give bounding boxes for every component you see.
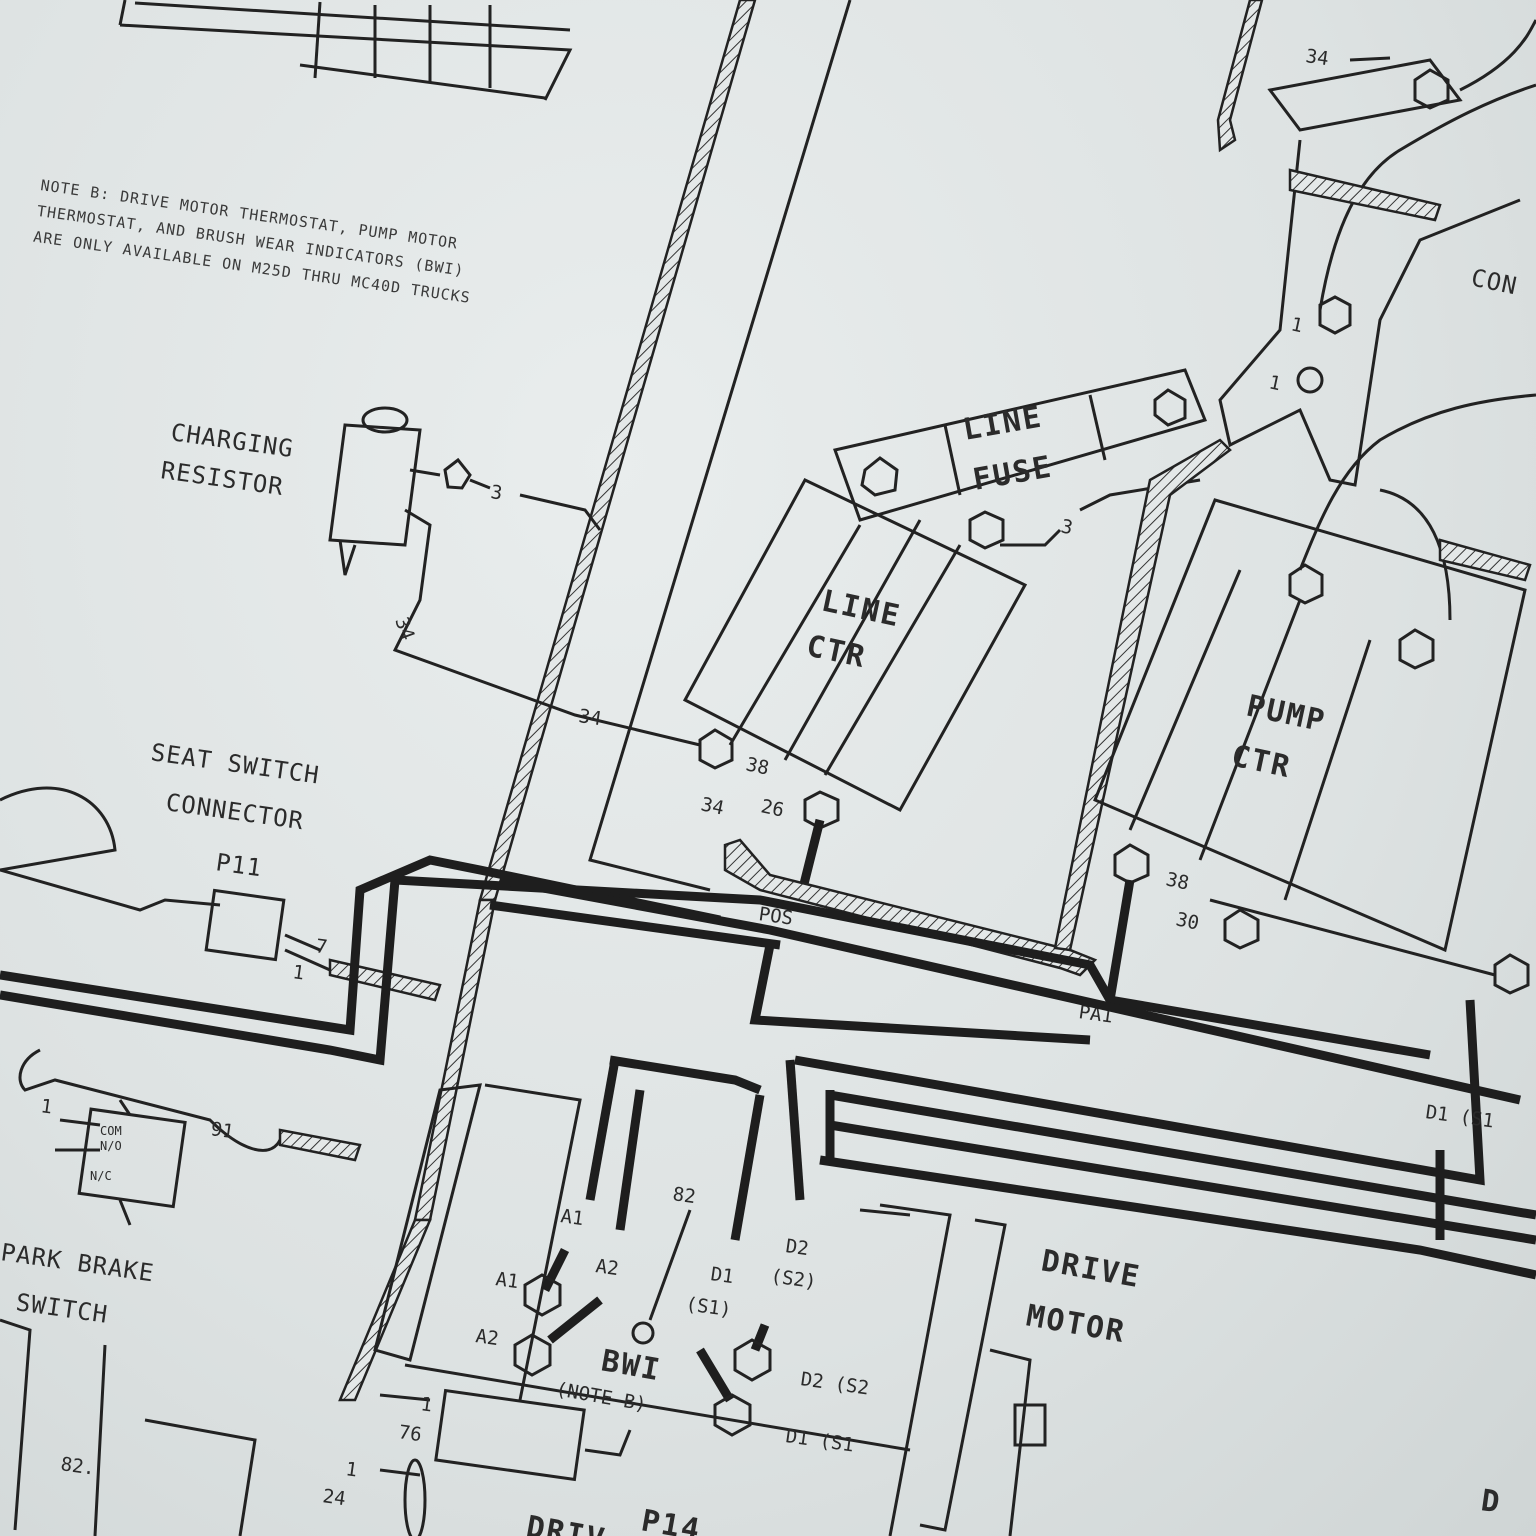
- charging-resistor-label-1: CHARGING: [169, 418, 295, 463]
- seat-switch-connector: SEAT SWITCH CONNECTOR P11 7 1: [0, 738, 442, 1002]
- upper-right-cables: 34 1 1 CON: [1218, 19, 1536, 621]
- a2-term-label: A2: [474, 1325, 500, 1350]
- wire-1-p14: 1: [419, 1393, 433, 1416]
- pump-ctr-label-1: PUMP: [1243, 689, 1329, 740]
- d-partial-label: D: [1479, 1483, 1504, 1520]
- p14-connector: 1 76 1 24 P14 DRIV: [321, 1388, 704, 1536]
- wire-34-left: 34: [577, 705, 603, 730]
- bwi-label: BWI: [599, 1343, 664, 1388]
- wire-76: 76: [397, 1421, 423, 1446]
- line-ctr-label-2: CTR: [803, 629, 869, 676]
- d1-label: D1: [709, 1263, 735, 1288]
- drive-motor-label-2: MOTOR: [1024, 1298, 1129, 1350]
- com-label: COM: [100, 1124, 122, 1138]
- s2-label: (S2): [769, 1265, 817, 1293]
- p14-label: P14: [639, 1503, 704, 1536]
- p14-drive-label: DRIV: [524, 1509, 609, 1536]
- d1s1-motor-label: D1 (S1: [784, 1425, 855, 1456]
- note-b: NOTE B: DRIVE MOTOR THERMOSTAT, PUMP MOT…: [32, 176, 472, 307]
- drive-motor-label-1: DRIVE: [1039, 1243, 1144, 1295]
- line-ctr-label-1: LINE: [818, 584, 904, 635]
- wire-34-top: 34: [1304, 45, 1330, 70]
- bus-lines: [0, 855, 1536, 1280]
- seat-switch-label-3: P11: [214, 848, 264, 882]
- d2-label: D2: [784, 1235, 810, 1260]
- wire-82-left: 82.: [59, 1453, 96, 1480]
- wire-38-pump: 38: [1164, 868, 1191, 894]
- a2-label: A2: [594, 1255, 620, 1280]
- wire-24: 24: [321, 1485, 347, 1510]
- con-label: CON: [1469, 263, 1520, 300]
- wire-30-pump: 30: [1174, 908, 1201, 934]
- nc-label: N/C: [90, 1169, 112, 1183]
- a1-label: A1: [559, 1205, 585, 1230]
- wire-34-ctr: 34: [699, 793, 726, 819]
- d1s1-right-label: D1 (S1: [1424, 1101, 1495, 1132]
- table-fragment: [118, 0, 573, 101]
- wire-3-fuse: 3: [1059, 515, 1075, 539]
- s1-label: (S1): [684, 1293, 732, 1321]
- no-label: N/O: [100, 1139, 122, 1153]
- a1-term-label: A1: [494, 1268, 520, 1293]
- line-fuse-label-2: FUSE: [970, 449, 1055, 497]
- wire-34-resistor: 34: [390, 614, 419, 643]
- wire-1-pump: 1: [1289, 313, 1305, 337]
- seat-switch-label-2: CONNECTOR: [164, 788, 306, 835]
- wire-1x: 1: [1267, 371, 1283, 395]
- park-brake-switch: 1 91 COM N/O N/C PARK BRAKE SWITCH 82.: [0, 1048, 362, 1536]
- wire-1-b: 1: [344, 1458, 358, 1481]
- wire-82: 82: [671, 1183, 697, 1208]
- wire-3-resistor: 3: [489, 481, 503, 504]
- wire-38-ctr: 38: [744, 753, 771, 779]
- wire-7: 7: [314, 935, 328, 958]
- pump-ctr-label-2: CTR: [1228, 739, 1294, 786]
- wire-26-ctr: 26: [759, 795, 786, 821]
- d2s2-motor-label: D2 (S2: [799, 1368, 870, 1399]
- seat-switch-label-1: SEAT SWITCH: [149, 738, 321, 789]
- park-brake-label-2: SWITCH: [14, 1288, 110, 1329]
- wire-1-pb: 1: [39, 1095, 53, 1118]
- wire-91: 91: [209, 1118, 235, 1143]
- charging-resistor-label-2: RESISTOR: [159, 456, 285, 501]
- wire-1-p11: 1: [291, 961, 305, 984]
- line-fuse-label-1: LINE: [960, 399, 1045, 447]
- park-brake-label-1: PARK BRAKE: [0, 1238, 156, 1287]
